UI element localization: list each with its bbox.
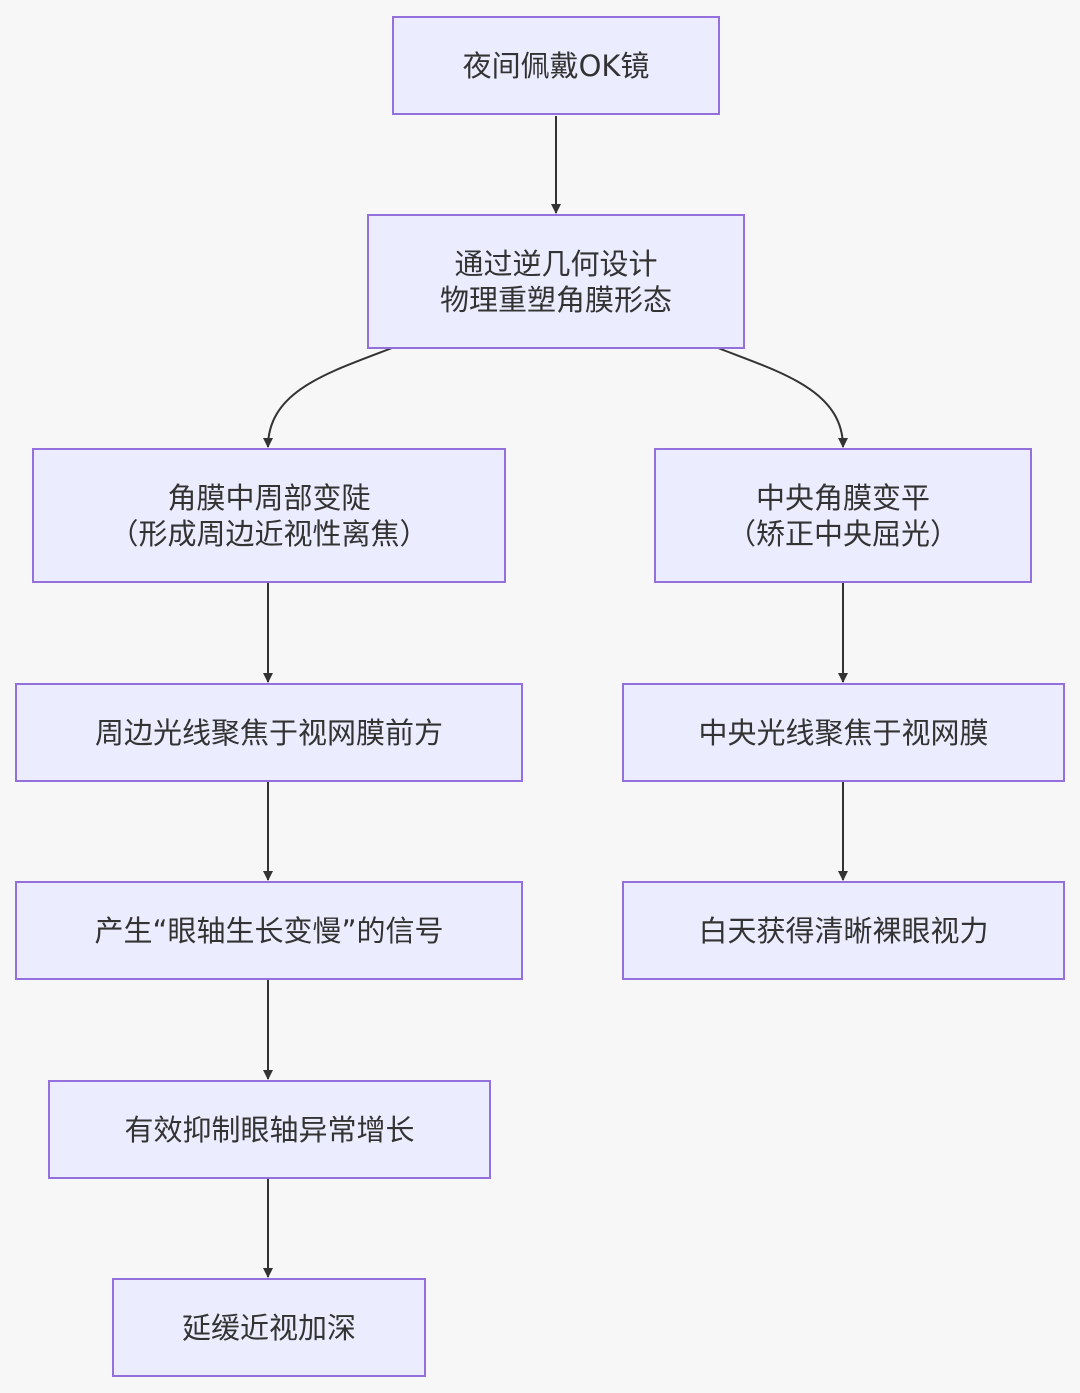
node-periphery-steepen-line1: 角膜中周部变陡 (167, 480, 371, 515)
node-center-flatten-line1: 中央角膜变平 (755, 480, 930, 515)
node-reshape-cornea-line2: 物理重塑角膜形态 (439, 282, 672, 317)
node-center-flatten: 中央角膜变平 （矫正中央屈光） (654, 448, 1032, 583)
node-clear-vision-text: 白天获得清晰裸眼视力 (698, 913, 989, 948)
node-reshape-cornea: 通过逆几何设计 物理重塑角膜形态 (367, 214, 745, 349)
node-periphery-steepen-line2: （形成周边近视性离焦） (109, 516, 429, 551)
node-periphery-focus: 周边光线聚焦于视网膜前方 (15, 683, 523, 782)
node-wear-ok-lens-text: 夜间佩戴OK镜 (462, 48, 650, 83)
edge-reshape-to-periphery-steep (263, 347, 393, 448)
node-slow-myopia: 延缓近视加深 (112, 1278, 426, 1377)
node-center-focus: 中央光线聚焦于视网膜 (622, 683, 1065, 782)
node-wear-ok-lens: 夜间佩戴OK镜 (392, 16, 720, 115)
node-center-focus-text: 中央光线聚焦于视网膜 (698, 715, 989, 750)
node-axial-signal-text: 产生“眼轴生长变慢”的信号 (94, 913, 444, 948)
node-periphery-steepen: 角膜中周部变陡 （形成周边近视性离焦） (32, 448, 506, 583)
node-clear-vision: 白天获得清晰裸眼视力 (622, 881, 1065, 980)
node-suppress-axial-growth: 有效抑制眼轴异常增长 (48, 1080, 491, 1179)
node-suppress-axial-growth-text: 有效抑制眼轴异常增长 (124, 1112, 415, 1147)
edge-reshape-to-center-flat (717, 347, 848, 448)
node-slow-myopia-text: 延缓近视加深 (181, 1310, 356, 1345)
node-axial-signal: 产生“眼轴生长变慢”的信号 (15, 881, 523, 980)
node-reshape-cornea-line1: 通过逆几何设计 (454, 246, 658, 281)
node-center-flatten-line2: （矫正中央屈光） (726, 516, 959, 551)
node-periphery-focus-text: 周边光线聚焦于视网膜前方 (94, 715, 443, 750)
